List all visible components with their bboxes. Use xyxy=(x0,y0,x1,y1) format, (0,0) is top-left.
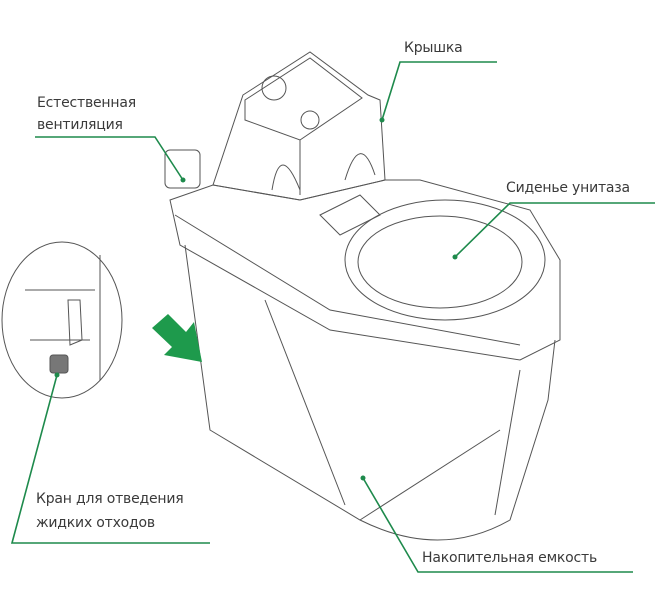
direction-arrow-icon xyxy=(152,314,202,362)
label-ventilation-line1: Естественная xyxy=(37,95,136,111)
label-tap-line1: Кран для отведения xyxy=(36,491,184,507)
label-lid: Крышка xyxy=(404,40,463,56)
label-seat: Сиденье унитаза xyxy=(506,180,630,196)
label-ventilation-line2: вентиляция xyxy=(37,117,123,133)
label-tap-line2: жидких отходов xyxy=(36,515,155,531)
label-tank: Накопительная емкость xyxy=(422,550,598,566)
leader-dots xyxy=(54,117,458,481)
toilet-drawing xyxy=(1,51,561,541)
leader-lines xyxy=(10,61,655,573)
